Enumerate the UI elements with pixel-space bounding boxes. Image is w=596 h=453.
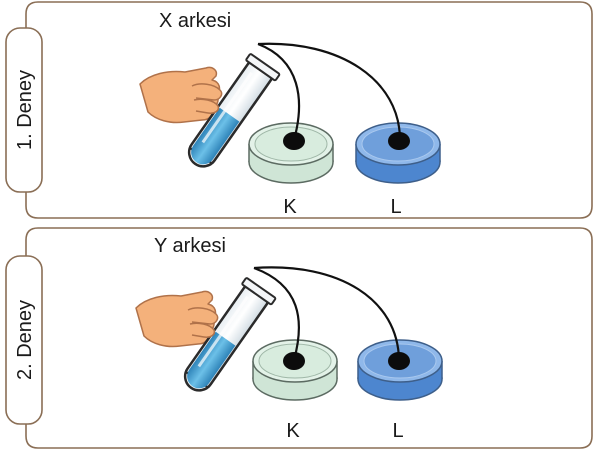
inoculation-spot-l — [388, 352, 410, 370]
panel-frame — [25, 1, 593, 219]
petri-dish-k — [248, 122, 334, 184]
culture-label: Y arkesi — [154, 235, 226, 257]
petri-dish-k — [252, 339, 338, 401]
side-tab — [5, 255, 43, 425]
panel-frame — [25, 227, 593, 449]
side-label: 2. Deney — [14, 300, 36, 380]
transfer-line-k — [257, 42, 301, 141]
petri-dish-l — [357, 339, 443, 401]
dish-label-k: K — [286, 420, 300, 442]
experiment-2-panel: 2. Deney Y arkesi K L — [5, 227, 593, 449]
transfer-line-l — [257, 42, 402, 141]
transfer-line-l — [253, 266, 401, 361]
inoculation-spot-k — [283, 132, 305, 150]
side-tab — [5, 27, 43, 193]
petri-dish-l — [355, 122, 441, 184]
dish-label-l: L — [392, 420, 403, 442]
dish-label-k: K — [283, 196, 297, 218]
transfer-line-k — [253, 266, 300, 361]
inoculation-spot-l — [388, 132, 410, 150]
experiment-1-panel: 1. Deney X arkesi K L — [5, 1, 593, 219]
dish-label-l: L — [390, 196, 401, 218]
side-label: 1. Deney — [14, 70, 36, 150]
culture-label: X arkesi — [159, 10, 231, 32]
inoculation-spot-k — [283, 352, 305, 370]
